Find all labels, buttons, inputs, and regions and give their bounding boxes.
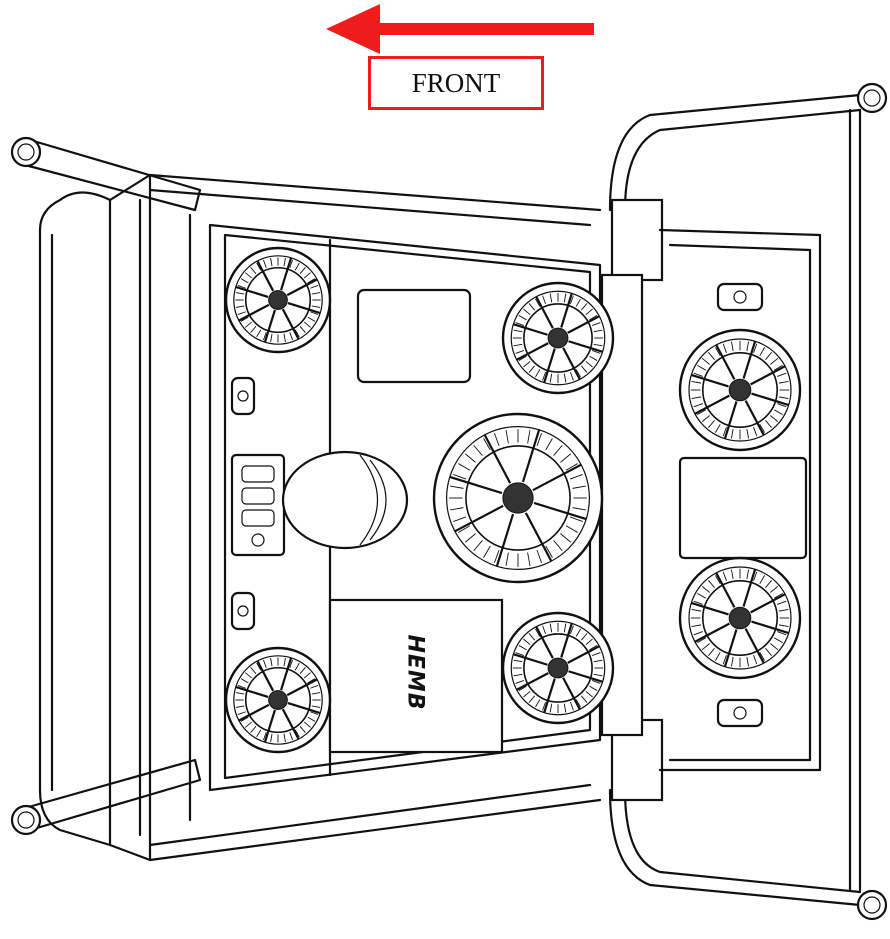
speaker-icon xyxy=(501,281,615,395)
front-hoop-bar xyxy=(600,82,888,921)
speaker-icon xyxy=(678,556,802,680)
arrow-left-icon xyxy=(326,4,594,54)
rear-extension-panel xyxy=(658,228,822,772)
left-grab-bars xyxy=(10,136,202,836)
dome-light-icon xyxy=(281,450,409,550)
subwoofer-icon xyxy=(432,412,604,584)
speaker-icon xyxy=(224,246,332,354)
switch-panel-icon xyxy=(230,453,286,557)
speaker-icon xyxy=(678,328,802,452)
front-label: FRONT xyxy=(368,56,544,110)
roof-frame xyxy=(38,173,602,862)
panel-logo: HEMB xyxy=(402,634,428,711)
speaker-icon xyxy=(224,646,332,754)
speaker-icon xyxy=(501,611,615,725)
main-panel xyxy=(208,223,602,792)
mount-knobs xyxy=(230,376,256,631)
